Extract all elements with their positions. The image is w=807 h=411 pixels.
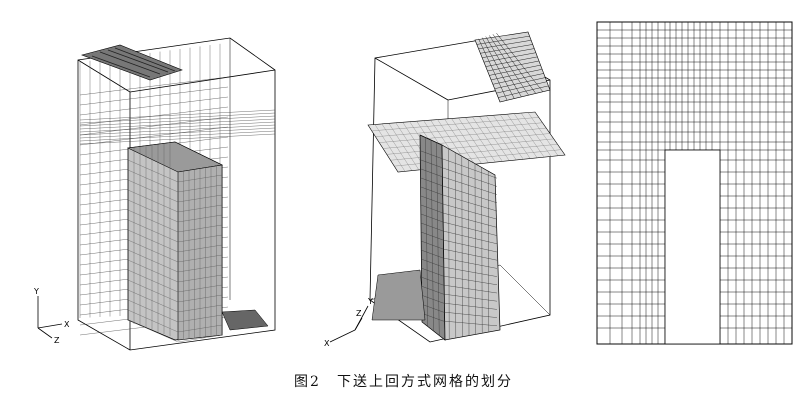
middle-axis-y-label: Y	[367, 297, 373, 306]
middle-cabinet-block	[419, 134, 501, 341]
left-3d-mesh: Y X Z	[33, 37, 276, 351]
left-supply-vent	[81, 44, 183, 81]
figure-caption: 图2 下送上回方式网格的划分	[294, 374, 513, 390]
left-cabinet-block	[126, 141, 223, 343]
left-axis-z-label: Z	[54, 336, 60, 345]
left-return-grille	[221, 309, 269, 331]
middle-axis-x-label: X	[324, 339, 330, 348]
middle-axis-z-label: Z	[356, 309, 362, 318]
left-axes	[37, 296, 63, 339]
middle-axes	[329, 305, 369, 343]
right-cabinet-region	[664, 149, 721, 345]
left-axis-y-label: Y	[33, 287, 39, 296]
middle-floor-supply	[371, 269, 426, 321]
left-axis-x-label: X	[64, 320, 70, 329]
right-2d-section-mesh	[596, 21, 793, 345]
middle-3d-mesh: Y Z X	[324, 31, 566, 348]
middle-ceiling-return	[474, 31, 551, 103]
